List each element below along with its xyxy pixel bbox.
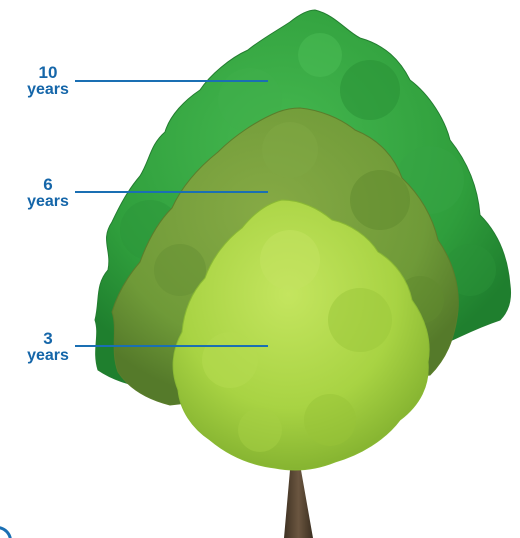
label-3-years-unit: years — [13, 347, 83, 364]
label-10-years: 10 years — [13, 64, 83, 98]
label-10-years-value: 10 — [13, 64, 83, 81]
label-3-years: 3 years — [13, 330, 83, 364]
label-10-years-unit: years — [13, 81, 83, 98]
leader-line-10-years — [75, 80, 268, 82]
label-6-years: 6 years — [13, 176, 83, 210]
label-6-years-unit: years — [13, 193, 83, 210]
label-6-years-value: 6 — [13, 176, 83, 193]
leader-line-6-years — [75, 191, 268, 193]
leader-line-3-years — [75, 345, 268, 347]
label-3-years-value: 3 — [13, 330, 83, 347]
